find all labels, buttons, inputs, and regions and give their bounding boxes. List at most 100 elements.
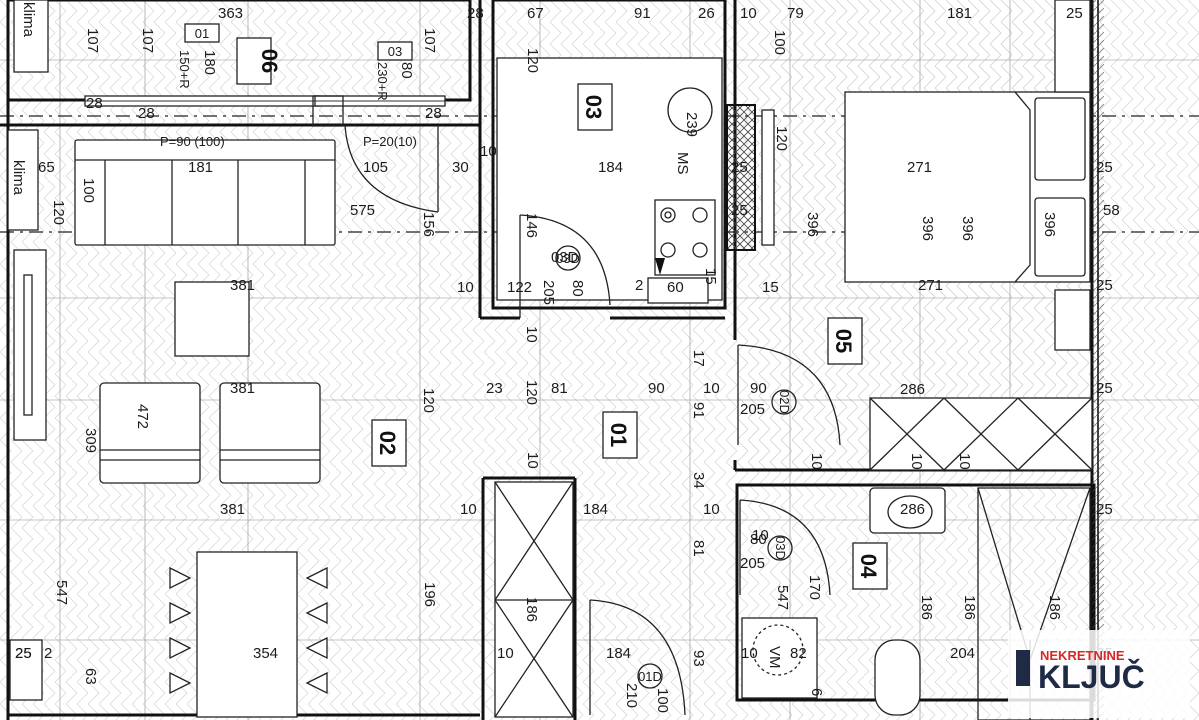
klima-top-box [13,0,49,73]
dimension-label: 03D [551,249,579,266]
tags: 01 03 01D 02D 03D 03D [184,23,797,689]
dimension-label: 81 [551,380,568,397]
label-230r: 230+R [375,62,390,101]
dimension-label: 28 [467,5,484,22]
dimension-label: 239 [683,112,700,137]
dimension-label: 80 [569,280,586,297]
dimension-label: 25 [15,645,32,662]
dimension-label: 10 [808,453,825,470]
armchairs [99,382,321,484]
dimension-label: 381 [230,277,255,294]
dimension-label: 396 [959,216,976,241]
radiator [761,109,775,246]
dimension-label: 25 [1096,501,1113,518]
dimension-label: 363 [218,5,243,22]
tag-door-03D-a: 03D [556,251,580,266]
dimension-label: 58 [1103,202,1120,219]
dimension-label: 10 [460,501,477,518]
dimension-label: 90 [750,380,767,397]
doors [344,124,841,716]
dimension-label: 28 [425,105,442,122]
dimension-label: 120 [420,388,437,413]
tv [23,274,33,416]
dimension-label: 26 [698,5,715,22]
room-labels: 06 03 02 01 05 04 [236,37,888,590]
dimension-label: 100 [654,688,671,713]
dimension-label: 25 [1096,380,1113,397]
dimension-label: 396 [804,212,821,237]
dimension-label: 186 [1046,595,1063,620]
dimension-label: 17 [690,350,707,367]
dimension-label: 107 [421,28,438,53]
dimension-label: 10 [457,279,474,296]
dimension-label: 156 [420,212,437,237]
dimension-label: 120 [50,200,67,225]
dimension-label: 184 [606,645,631,662]
dimension-label: 100 [80,178,97,203]
dimension-label: 82 [790,645,807,662]
dimension-label: 10 [497,645,514,662]
dimension-label: 6 [808,688,825,696]
dimension-label: 23 [486,380,503,397]
dimension-label: 575 [350,202,375,219]
dimension-label: 10 [740,5,757,22]
logo: NEKRETNINE KLJUČ [1008,630,1190,718]
label-klima-top: klima [20,2,37,38]
room-05-label: 05 [831,329,856,353]
dimension-label: 25 [1066,5,1083,22]
dimension-label: 547 [53,580,70,605]
label-vm: VM [766,646,783,669]
room-03-label: 03 [581,95,606,119]
dimension-label: 2 [635,277,643,294]
dimension-label: 196 [421,582,438,607]
label-p90: P=90 (100) [160,134,225,149]
dimension-label: 25 [1096,277,1113,294]
klima-left-box [7,129,39,231]
dimension-label: 25 [731,202,748,219]
dimension-label: 91 [634,5,651,22]
dimension-label: 65 [38,159,55,176]
dimension-label: 210 [623,683,640,708]
dimension-label: 205 [540,280,557,305]
labels: klima klima MS VM P=90 (100) P=20(10) 15… [10,2,783,669]
dimension-label: 93 [690,650,707,667]
dimension-label: 205 [740,555,765,572]
label-150r: 150+R [177,50,192,89]
dimension-label: 100 [771,30,788,55]
dimension-label: 80 [398,62,415,79]
dimension-label: 34 [690,472,707,489]
dimension-label: 15 [702,268,719,285]
dimension-label: 10 [956,453,973,470]
room-02-label: 02 [375,431,400,455]
label-box-25: 25 [15,645,32,662]
room-04-label: 04 [856,554,881,579]
dining-table [169,551,328,718]
dimension-label: 186 [961,595,978,620]
label-ms: MS [674,152,691,175]
bathroom-fixtures [741,487,1091,720]
wall-hatch-right [1092,0,1104,720]
dimension-label: 105 [363,159,388,176]
tag-door-02D: 02D [777,390,792,414]
dimension-label: 381 [230,380,255,397]
dimension-label: 28 [86,95,103,112]
dimension-label: 271 [907,159,932,176]
tag-door-03D-b: 03D [773,536,788,560]
dimension-label: 271 [918,277,943,294]
dimension-label: 120 [524,48,541,73]
dimension-label: 10 [523,326,540,343]
dimension-label: 354 [253,645,278,662]
dimension-label: 60 [667,279,684,296]
dimension-label: 309 [82,428,99,453]
tag-window-03: 03 [388,44,402,59]
dimension-label: 181 [188,159,213,176]
dimension-label: 63 [82,668,99,685]
dimension-label: 10 [741,645,758,662]
room-01-label: 01 [606,423,631,447]
dimension-label: 25 [1096,159,1113,176]
dimension-label: 2 [44,645,52,662]
dimension-label: 67 [527,5,544,22]
dimension-label: 10 [703,380,720,397]
